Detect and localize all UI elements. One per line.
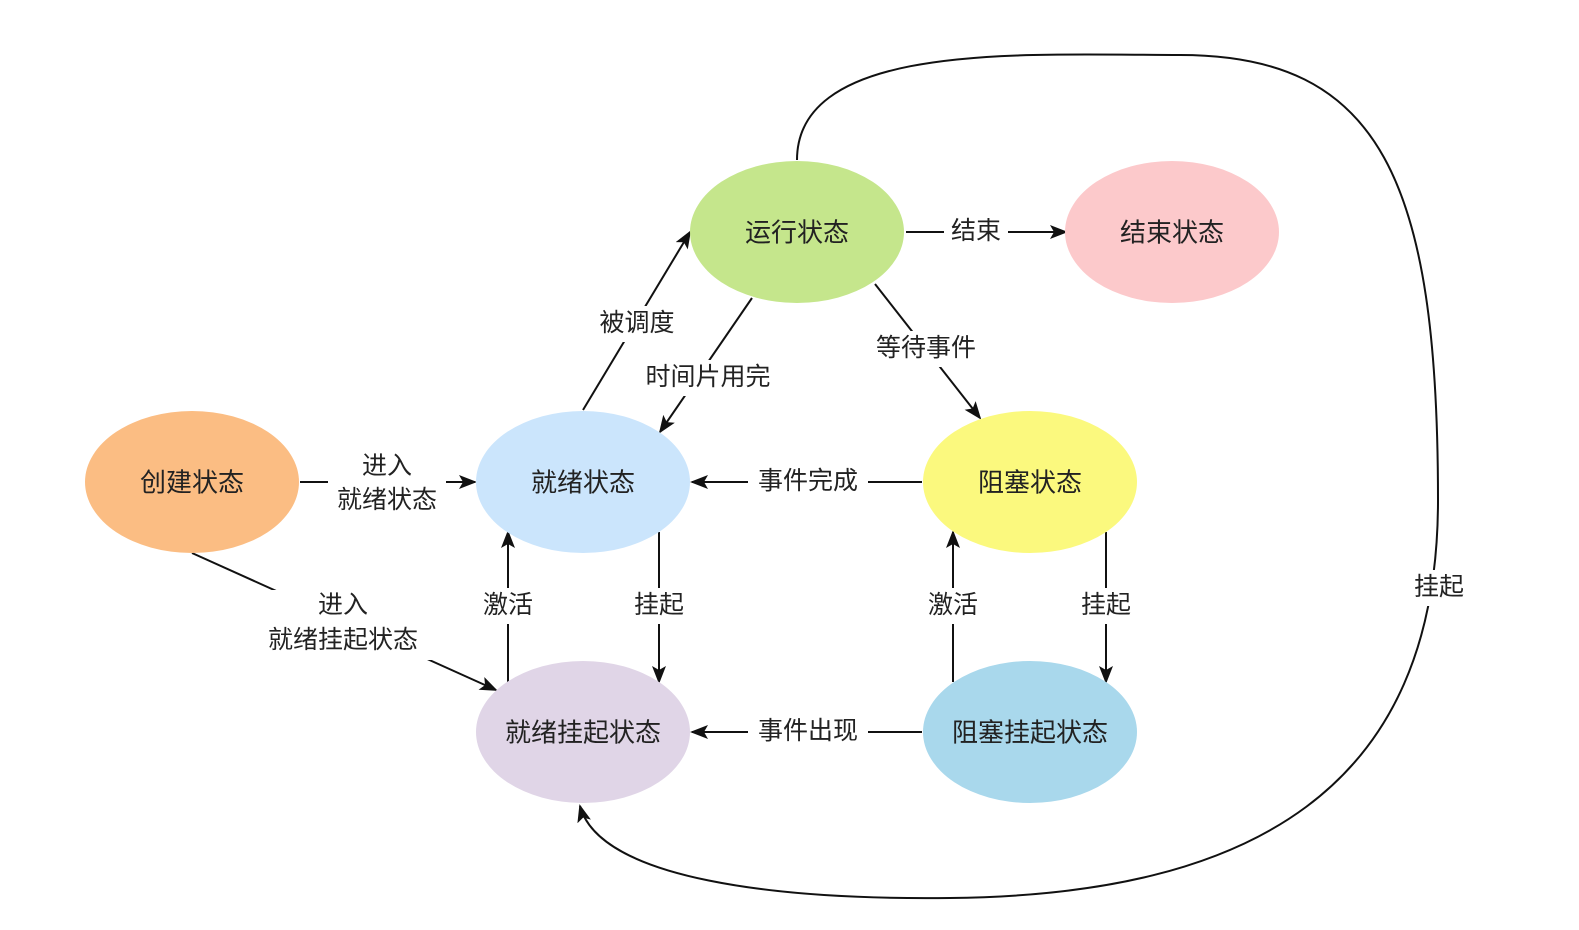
edge-label-create-to-ready-suspended-line1: 进入 (318, 590, 368, 619)
edge-label-create-to-ready: 进入 就绪状态 (328, 451, 446, 520)
node-running-shape (690, 161, 904, 303)
edge-label-timeslice-done: 时间片用完 (645, 362, 770, 391)
node-create-shape (85, 411, 299, 553)
node-ready-label: 就绪状态 (531, 469, 635, 499)
edge-label-activate-ready: 激活 (483, 590, 533, 619)
node-blocked-suspended: 阻塞挂起状态 (923, 661, 1137, 803)
node-ready-suspended-label: 就绪挂起状态 (505, 719, 661, 749)
node-create: 创建状态 (85, 411, 299, 553)
node-end-shape (1065, 161, 1279, 303)
edge-label-scheduled: 被调度 (599, 308, 674, 337)
edge-label-wait-event: 等待事件 (876, 333, 976, 362)
node-ready-suspended: 就绪挂起状态 (476, 661, 690, 803)
edge-label-suspend-ready: 挂起 (634, 590, 684, 619)
edge-label-create-to-ready-line1: 进入 (362, 451, 412, 480)
node-blocked-shape (923, 411, 1137, 553)
edge-label-suspend-running: 挂起 (1414, 572, 1464, 601)
edge-label-create-to-ready-line2: 就绪状态 (337, 485, 437, 514)
edge-label-event-occurs: 事件出现 (758, 716, 858, 745)
node-blocked-label: 阻塞状态 (978, 469, 1082, 499)
node-ready: 就绪状态 (476, 411, 690, 553)
edge-label-activate-blocked: 激活 (928, 590, 978, 619)
node-blocked-suspended-label: 阻塞挂起状态 (952, 719, 1108, 749)
edge-label-event-complete: 事件完成 (758, 466, 858, 495)
edge-label-finish: 结束 (951, 216, 1001, 245)
node-end-label: 结束状态 (1120, 219, 1224, 249)
edge-label-create-to-ready-suspended: 进入 就绪挂起状态 (254, 590, 432, 660)
node-running-label: 运行状态 (745, 219, 849, 249)
edge-label-suspend-blocked: 挂起 (1081, 590, 1131, 619)
node-blocked-suspended-shape (923, 661, 1137, 803)
edge-suspend-running (577, 53, 1440, 900)
node-end: 结束状态 (1065, 161, 1279, 303)
node-create-label: 创建状态 (140, 469, 244, 499)
node-ready-shape (476, 411, 690, 553)
edge-label-create-to-ready-suspended-line2: 就绪挂起状态 (268, 625, 418, 654)
node-ready-suspended-shape (476, 661, 690, 803)
node-blocked: 阻塞状态 (923, 411, 1137, 553)
node-running: 运行状态 (690, 161, 904, 303)
